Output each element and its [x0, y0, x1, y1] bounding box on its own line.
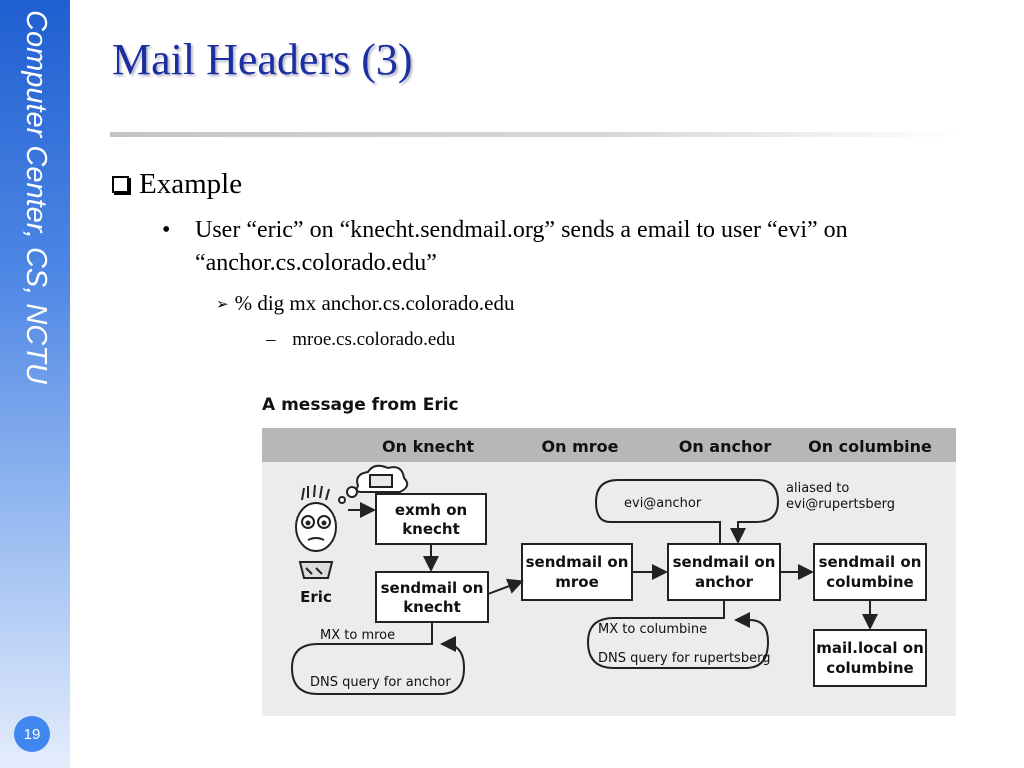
bullet-level4-text: mroe.cs.colorado.edu: [292, 329, 456, 350]
bullet-level1-text: Example: [139, 168, 243, 200]
label-aliased-line1: aliased to: [786, 481, 849, 496]
arrow-bullet-icon: ➢: [216, 294, 229, 313]
bullet-level1: Example: [112, 168, 242, 201]
box-sendmail-mroe: [521, 543, 633, 601]
label-dns-query-rupertsberg: DNS query for rupertsberg: [598, 651, 770, 666]
box-sendmail-anchor-line1: sendmail on: [673, 553, 776, 571]
label-mx-to-columbine: MX to columbine: [598, 622, 707, 637]
label-aliased-line2: evi@rupertsberg: [786, 497, 895, 512]
box-exmh-line1: exmh on: [395, 501, 467, 519]
bullet-dot-icon: •: [162, 217, 171, 243]
box-mail-local-columbine: [813, 629, 927, 687]
mail-flow-diagram: A message from Eric On knecht On mroe On…: [258, 382, 958, 720]
box-sendmail-mroe-line1: sendmail on: [526, 553, 629, 571]
column-header-anchor: On anchor: [679, 437, 772, 456]
label-evi-anchor: evi@anchor: [624, 496, 702, 511]
eric-cartoon: [295, 464, 409, 579]
box-sendmail-anchor-line2: anchor: [695, 573, 754, 591]
arrow-dns-anchor-loop: [290, 622, 466, 695]
column-header-columbine: On columbine: [808, 437, 932, 456]
box-sendmail-knecht: [375, 571, 489, 623]
box-exmh-knecht: [375, 493, 487, 545]
bullet-level3: ➢ % dig mx anchor.cs.colorado.edu: [216, 291, 515, 316]
box-mail-local-line1: mail.local on: [816, 639, 924, 657]
arrow-knecht-to-mroe: [487, 578, 524, 595]
column-header-band: [262, 428, 956, 462]
box-sendmail-knecht-line2: knecht: [403, 598, 461, 616]
eric-label: Eric: [300, 588, 332, 606]
checkbox-bullet-icon: [112, 176, 129, 193]
title-divider: [110, 132, 960, 137]
box-sendmail-columbine: [813, 543, 927, 601]
column-header-mroe: On mroe: [542, 437, 619, 456]
bullet-level3-text: % dig mx anchor.cs.colorado.edu: [234, 291, 515, 315]
bullet-level2-text: User “eric” on “knecht.sendmail.org” sen…: [195, 217, 848, 276]
sidebar-band: Computer Center, CS, NCTU: [0, 0, 70, 768]
bullet-level4: – mroe.cs.colorado.edu: [266, 329, 455, 351]
mail-flow-figure: A message from Eric On knecht On mroe On…: [258, 382, 958, 720]
box-sendmail-knecht-line1: sendmail on: [381, 579, 484, 597]
column-header-knecht: On knecht: [382, 437, 474, 456]
box-exmh-line2: knecht: [402, 520, 460, 538]
slide-title: Mail Headers (3): [112, 35, 413, 84]
label-mx-to-mroe: MX to mroe: [320, 628, 395, 643]
arrow-dns-rupertsberg-loop: [586, 600, 770, 669]
bullet-level2: • User “eric” on “knecht.sendmail.org” s…: [162, 214, 982, 280]
box-mail-local-line2: columbine: [826, 659, 913, 677]
box-sendmail-mroe-line2: mroe: [555, 573, 599, 591]
box-sendmail-columbine-line1: sendmail on: [819, 553, 922, 571]
dash-bullet-icon: –: [266, 329, 276, 350]
flow-arrows: [290, 479, 878, 695]
sidebar-label: Computer Center, CS, NCTU: [20, 10, 52, 384]
figure-title: A message from Eric: [262, 395, 459, 415]
arrow-alias-loop: [594, 479, 780, 544]
box-sendmail-columbine-line2: columbine: [826, 573, 913, 591]
label-dns-query-anchor: DNS query for anchor: [310, 675, 451, 690]
page-number: 19: [14, 716, 50, 752]
